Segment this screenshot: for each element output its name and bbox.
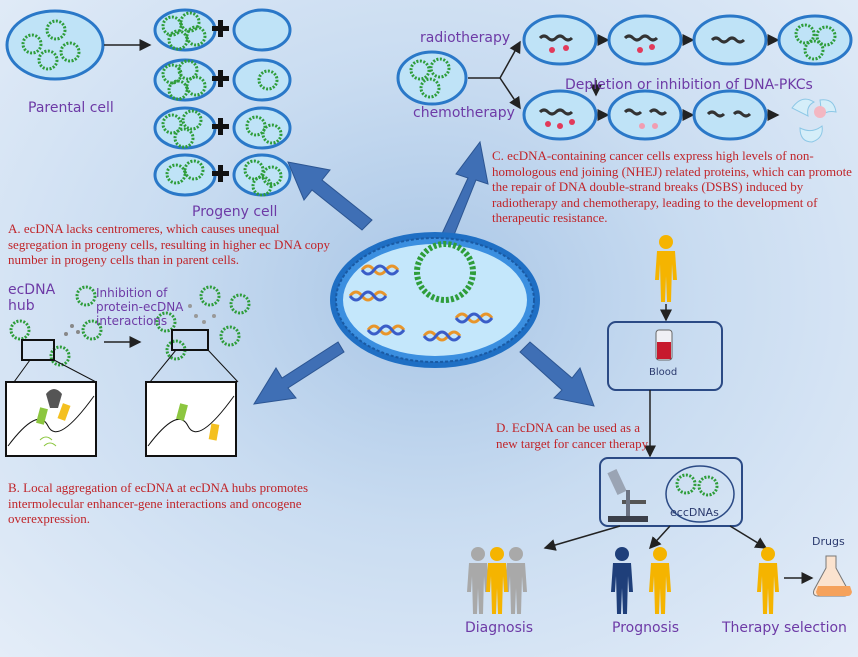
plus-icon bbox=[212, 20, 229, 37]
repair-pathway-radiotherapy bbox=[522, 14, 853, 66]
prognosis-label: Prognosis bbox=[612, 620, 680, 636]
panel-b-text: B. Local aggregation of ecDNA at ecDNA h… bbox=[8, 480, 309, 526]
therapy-person-icon bbox=[757, 547, 779, 614]
parental-cell-label: Parental cell bbox=[28, 100, 114, 116]
ecdna-hub-illustration bbox=[5, 285, 251, 457]
zoom-box-right bbox=[145, 381, 237, 457]
direction-arrows bbox=[253, 140, 595, 407]
radiotherapy-label: radiotherapy bbox=[420, 30, 511, 46]
apoptotic-cell-fragments bbox=[791, 98, 837, 143]
eccdna-circle bbox=[665, 465, 735, 523]
to-therapy-arrow bbox=[729, 525, 768, 549]
chemotherapy-arrow bbox=[499, 77, 521, 110]
eccdna-analysis-box bbox=[599, 457, 743, 527]
to-diagnosis-arrow bbox=[543, 525, 621, 551]
eccdnas-label: eccDNAs bbox=[670, 506, 719, 519]
progeny-row-4 bbox=[153, 153, 292, 197]
progeny-cell-label: Progeny cell bbox=[192, 204, 278, 220]
drugs-label: Drugs bbox=[812, 535, 845, 548]
to-prognosis-arrow bbox=[648, 525, 671, 550]
parental-cell bbox=[5, 9, 105, 81]
therapy-cell bbox=[396, 50, 468, 106]
blood-label: Blood bbox=[649, 367, 678, 378]
ecdna-ring-large bbox=[414, 241, 476, 303]
blood-sample-box bbox=[607, 321, 723, 391]
progeny-row-3 bbox=[153, 106, 292, 150]
blood-tube-icon bbox=[655, 329, 673, 361]
arrow-to-panel-c bbox=[439, 140, 489, 241]
drug-flask-icon bbox=[813, 555, 852, 597]
arrow-to-panel-a bbox=[287, 161, 373, 231]
plus-icon bbox=[212, 165, 229, 182]
prognosis-people-icon bbox=[611, 547, 671, 614]
progeny-row-1 bbox=[153, 8, 292, 52]
radiotherapy-arrow bbox=[468, 40, 521, 79]
dna-helices bbox=[348, 264, 494, 342]
depletion-label: Depletion or inhibition of DNA-PKCs bbox=[565, 77, 813, 93]
therapy-selection-label: Therapy selection bbox=[722, 620, 847, 636]
panel-a-text: A. ecDNA lacks centromeres, which causes… bbox=[8, 221, 331, 267]
central-cancer-cell bbox=[330, 232, 540, 368]
repair-pathway-chemotherapy bbox=[522, 89, 837, 143]
diagnosis-people-icon bbox=[467, 547, 527, 614]
arrow-to-panel-d bbox=[519, 341, 595, 407]
plus-icon bbox=[212, 118, 229, 135]
diagnosis-label: Diagnosis bbox=[465, 620, 534, 636]
arrow-to-panel-b bbox=[253, 341, 345, 405]
patient-figure bbox=[655, 235, 677, 302]
progeny-cells bbox=[153, 8, 292, 197]
progeny-row-2 bbox=[153, 58, 292, 102]
panel-c-text: C. ecDNA-containing cancer cells express… bbox=[492, 148, 852, 225]
plus-icon bbox=[212, 70, 229, 87]
chemotherapy-label: chemotherapy bbox=[413, 105, 515, 121]
microscope-icon bbox=[607, 469, 648, 522]
